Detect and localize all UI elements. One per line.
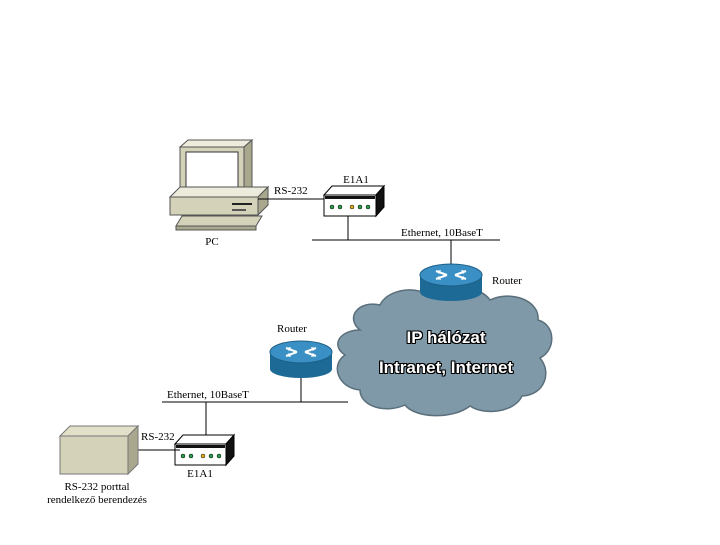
ip-network-cloud <box>336 286 553 417</box>
device-label-line2: rendelkező berendezés <box>47 494 147 506</box>
ethernet-label-top: Ethernet, 10BaseT <box>401 227 483 239</box>
device-label-line1: RS-232 porttal <box>64 481 130 493</box>
router-icon-top <box>419 263 483 301</box>
cloud-title: IP hálózat <box>406 328 486 347</box>
pc-icon <box>168 138 270 231</box>
rs232-device-icon <box>58 424 140 476</box>
e1a1-label-bottom: E1A1 <box>187 468 213 480</box>
router-label-bottom: Router <box>277 323 307 335</box>
rs232-label-top: RS-232 <box>274 185 308 197</box>
cloud-subtitle: Intranet, Internet <box>378 358 514 377</box>
ethernet-label-bottom: Ethernet, 10BaseT <box>167 389 249 401</box>
router-label-top: Router <box>492 275 522 287</box>
converter-icon-top <box>322 184 386 218</box>
e1a1-label-top: E1A1 <box>343 174 369 186</box>
rs232-label-bottom: RS-232 <box>141 431 175 443</box>
converter-icon-bottom <box>173 433 236 467</box>
pc-label: PC <box>205 236 219 248</box>
router-icon-bottom <box>269 340 333 378</box>
